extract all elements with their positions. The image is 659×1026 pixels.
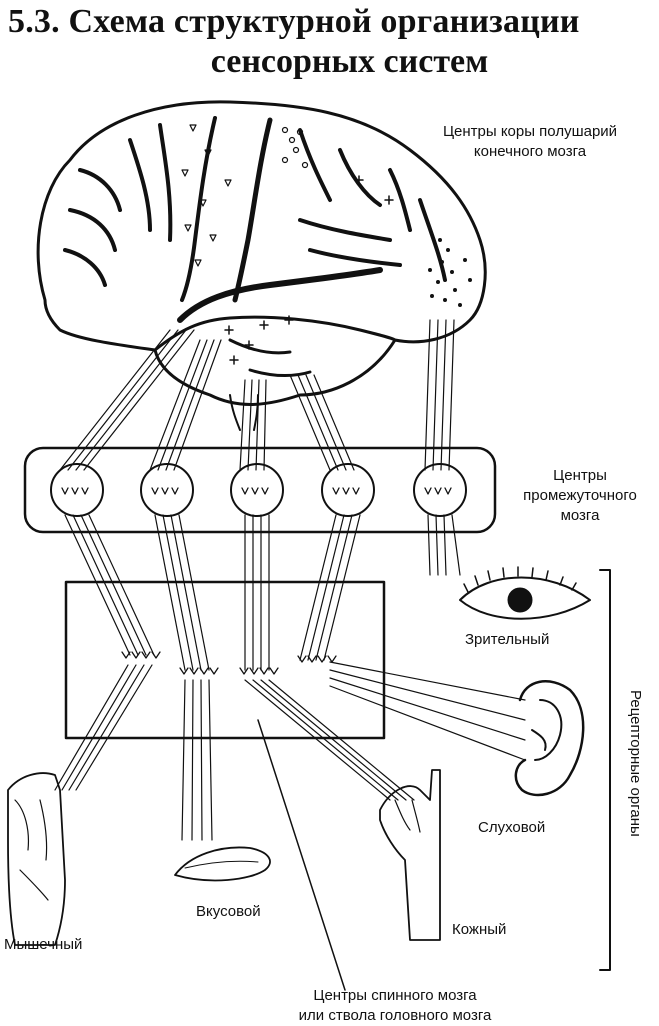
cortex-label: Центры коры полушарий конечного мозга bbox=[410, 122, 650, 162]
spinal-centers-label: Центры спинного мозга или ствола головно… bbox=[250, 986, 540, 1026]
receptor-organs-label: Рецепторные органы bbox=[627, 690, 644, 837]
spinal-label-line-1: Центры спинного мозга bbox=[313, 987, 477, 1004]
spinal-label-line-2: или ствола головного мозга bbox=[298, 1007, 492, 1024]
hand-illustration bbox=[379, 769, 441, 941]
eye-illustration bbox=[459, 566, 591, 620]
visual-label: Зрительный bbox=[465, 631, 550, 648]
title-line-2: сенсорных систем bbox=[210, 43, 489, 80]
tongue-illustration bbox=[174, 846, 271, 882]
cortex-label-line-2: конечного мозга bbox=[473, 143, 587, 160]
intermediate-nuclei bbox=[50, 463, 467, 517]
intermediate-label-line-3: мозга bbox=[560, 507, 600, 524]
intermediate-brain-box bbox=[23, 446, 497, 534]
skin-label: Кожный bbox=[452, 921, 507, 938]
taste-label: Вкусовой bbox=[196, 903, 261, 920]
intermediate-label-line-2: промежуточного bbox=[523, 487, 637, 504]
title-line-1: 5.3. Схема структурной организации bbox=[8, 3, 580, 40]
receptor-organs-bracket bbox=[599, 569, 611, 971]
intermediate-label-line-1: Центры bbox=[553, 467, 607, 484]
arm-illustration bbox=[7, 772, 66, 946]
muscle-label: Мышечный bbox=[4, 936, 83, 953]
intermediate-label: Центры промежуточного мозга bbox=[505, 466, 655, 526]
spinal-centers-box bbox=[64, 580, 386, 740]
auditory-label: Слуховой bbox=[478, 819, 546, 836]
ear-illustration bbox=[514, 680, 585, 797]
cortex-label-line-1: Центры коры полушарий bbox=[442, 123, 618, 140]
brain-illustration bbox=[36, 100, 487, 431]
diagram-title: 5.3. Схема структурной организации сенсо… bbox=[0, 2, 659, 82]
